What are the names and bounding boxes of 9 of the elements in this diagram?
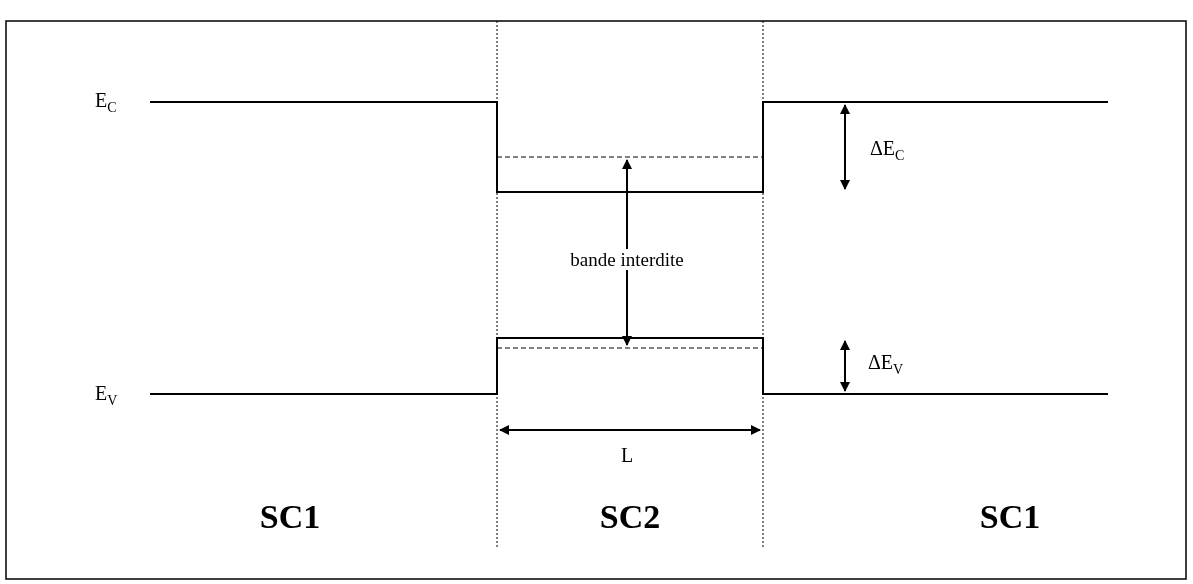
offset-label: ΔE$_{V}$ <box>868 352 904 377</box>
level-label: E$_{V}$ <box>95 383 118 408</box>
gap-label: bande interdite <box>568 249 686 270</box>
region-label: SC1 <box>979 500 1041 534</box>
dimension-label: L <box>620 445 634 465</box>
region-label: SC2 <box>599 500 661 534</box>
offset-label: ΔE$_{C}$ <box>870 138 905 163</box>
level-label: E$_{C}$ <box>95 90 117 115</box>
region-label: SC1 <box>259 500 321 534</box>
